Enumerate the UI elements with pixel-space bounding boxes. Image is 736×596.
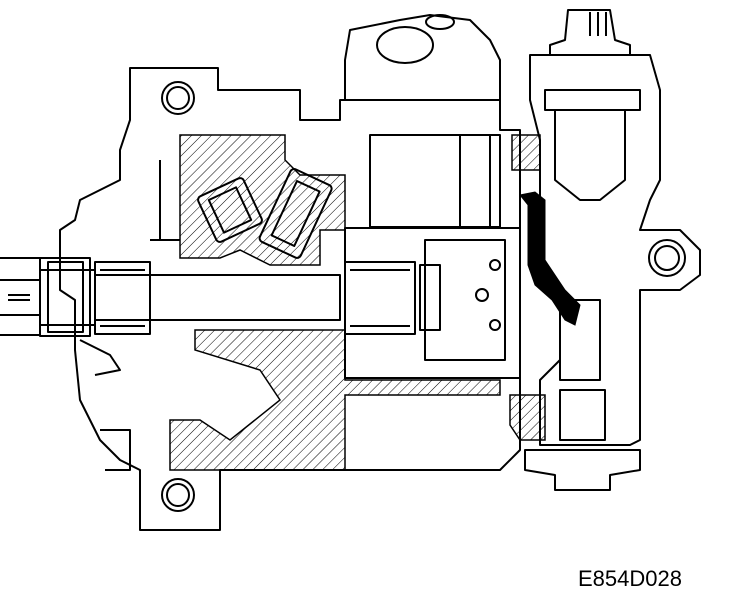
valve-mount-hole: [648, 239, 686, 277]
upper-mounting-hole: [161, 81, 195, 115]
lower-mounting-hole: [161, 478, 195, 512]
front-seal: [39, 257, 91, 337]
rear-bearing: [344, 261, 416, 335]
top-mount-lug: [344, 14, 501, 101]
cylinder-upper: [369, 134, 501, 228]
valve-gasket: [519, 191, 581, 326]
top-mount-hole: [376, 26, 434, 64]
front-bearing: [94, 261, 151, 335]
valve-body-section: [511, 134, 541, 171]
figure-code-label: E854D028: [578, 566, 682, 591]
port-plate-section: [509, 394, 546, 441]
drive-shaft: [0, 257, 341, 336]
valve-connector: [549, 9, 631, 56]
valve-lower-cap: [524, 449, 641, 491]
port-plate: [344, 227, 521, 379]
housing-outline: [59, 67, 521, 531]
swash-plate-upper: [179, 134, 346, 266]
top-mount-hole-small: [425, 14, 455, 30]
swash-plate-lower: [169, 329, 501, 471]
